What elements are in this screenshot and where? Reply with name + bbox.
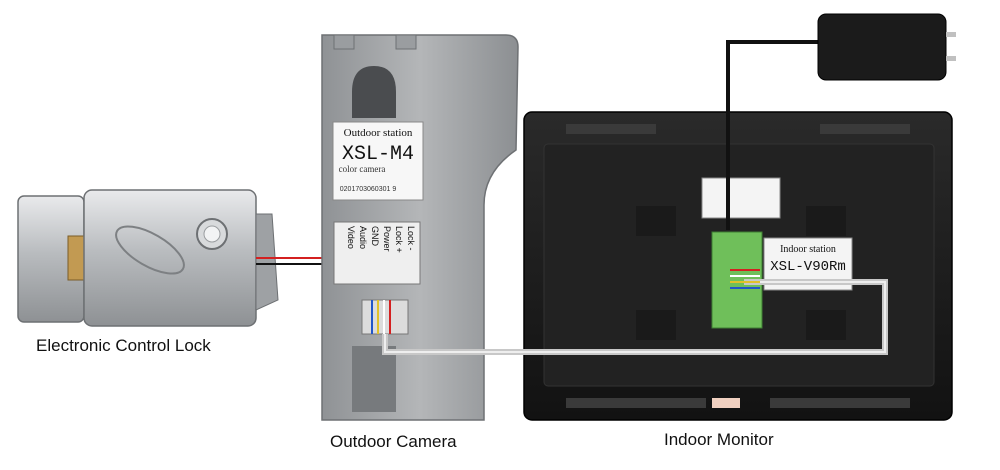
terminal-label-5: Audio — [358, 226, 368, 249]
monitor-label-model: XSL-V90Rm — [770, 259, 846, 275]
lock-logo — [115, 225, 185, 275]
monitor-recess-right-bottom — [806, 310, 846, 340]
terminal-label-6: Video — [346, 226, 356, 249]
power-cable — [726, 40, 830, 230]
camera-label-line1: Outdoor station — [344, 127, 413, 139]
terminal-label-3: Power — [382, 226, 392, 252]
camera-caption: Outdoor Camera — [330, 432, 457, 451]
monitor-caption: Indoor Monitor — [664, 430, 774, 449]
camera-terminal-labels: Lock - Lock + Power GND Audio Video — [346, 226, 416, 253]
camera-label-line3: color camera — [339, 164, 386, 174]
terminal-label-1: Lock - — [406, 226, 416, 251]
power-adapter-prong-top — [946, 32, 956, 37]
monitor-top-vents — [566, 124, 656, 134]
monitor-terminal-sticker — [701, 177, 781, 219]
lock-keyhole — [203, 225, 221, 243]
monitor-bottom-vents — [566, 398, 706, 408]
lock-mounting-bracket — [255, 213, 279, 311]
terminal-label-4: GND — [370, 226, 380, 247]
camera-label-model: XSL-M4 — [342, 143, 414, 166]
lock-body — [83, 189, 257, 327]
power-adapter-body — [817, 13, 947, 81]
power-adapter-prong-bottom — [946, 56, 956, 61]
signal-cable-highlight — [384, 281, 886, 353]
camera-clip-left — [333, 34, 355, 50]
monitor-small-sticker — [712, 398, 740, 408]
monitor-recess-left-bottom — [636, 310, 676, 340]
camera-terminal-block — [333, 221, 421, 285]
electronic-lock — [17, 189, 279, 327]
monitor-connector-wires — [730, 269, 760, 289]
terminal-label-2: Lock + — [394, 226, 404, 253]
camera-clip-right — [395, 34, 417, 50]
camera-label-serial: 0201703060301 9 — [340, 186, 397, 193]
monitor-top-vents-right — [820, 124, 910, 134]
lock-caption: Electronic Control Lock — [36, 336, 211, 355]
monitor-recess-left-top — [636, 206, 676, 236]
power-adapter — [726, 13, 956, 230]
camera-label-sticker — [332, 121, 424, 201]
camera-connector-wires — [371, 300, 391, 334]
monitor-bottom-vents-right — [770, 398, 910, 408]
monitor-label-line1: Indoor station — [780, 244, 836, 255]
camera-bottom-slot — [352, 346, 396, 412]
camera-mount-hole — [352, 66, 396, 118]
monitor-recess-right-top — [806, 206, 846, 236]
indoor-monitor — [523, 111, 953, 421]
